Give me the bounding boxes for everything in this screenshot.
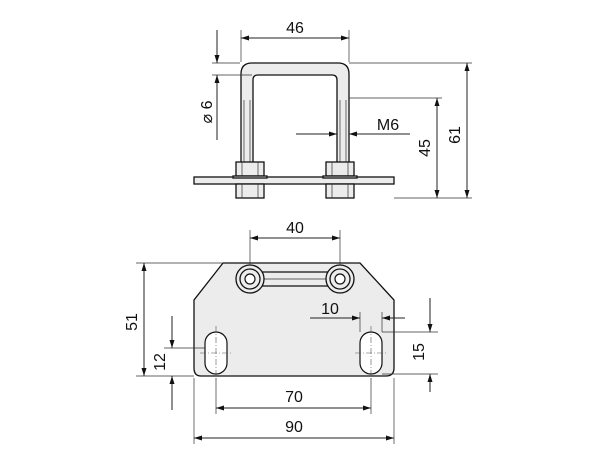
dim-label-10: 10 (321, 301, 339, 318)
dim-label-dia-6: ⌀ 6 (199, 100, 216, 123)
dim-label-51: 51 (124, 313, 141, 331)
nut-top-right (325, 264, 355, 294)
washer-left (232, 175, 268, 179)
dim-label-12: 12 (152, 353, 169, 371)
dim-plate-height: 51 (124, 262, 222, 377)
dim-height-inner: 45 (349, 97, 472, 199)
dim-height-total: 61 (349, 62, 472, 198)
dim-slot-offset: 12 (152, 316, 205, 410)
nut-lower-right (325, 183, 355, 199)
dim-label-45: 45 (417, 139, 434, 157)
dim-label-61: 61 (447, 126, 464, 144)
top-view: 40 51 12 10 (124, 220, 438, 444)
dim-slot-width: 10 (310, 301, 405, 332)
diameter-symbol: ⌀ (199, 109, 216, 123)
dim-label-70: 70 (285, 389, 303, 406)
dim-label-m6: M6 (377, 117, 399, 134)
dim-label-46: 46 (286, 20, 304, 37)
dim-label-15: 15 (411, 343, 428, 361)
nut-top-left (235, 264, 265, 294)
dim-label-90: 90 (285, 419, 303, 436)
dim-rod-diameter: ⌀ 6 (199, 30, 252, 140)
dim-total-width: 90 (193, 378, 395, 444)
side-view: 46 ⌀ 6 M6 45 (193, 20, 472, 199)
base-plate (193, 176, 395, 185)
dim-slot-length: 15 (382, 298, 438, 392)
washer-right (322, 175, 358, 179)
dim-bolt-spacing: 40 (249, 220, 341, 265)
nut-upper-right (325, 161, 355, 177)
nut-upper-left (235, 161, 265, 177)
nut-lower-left (235, 183, 265, 199)
dim-label-40: 40 (286, 220, 304, 237)
dim-slot-spacing: 70 (215, 378, 372, 414)
dim-side-width: 46 (240, 20, 350, 62)
dim-thread: M6 (296, 117, 410, 137)
